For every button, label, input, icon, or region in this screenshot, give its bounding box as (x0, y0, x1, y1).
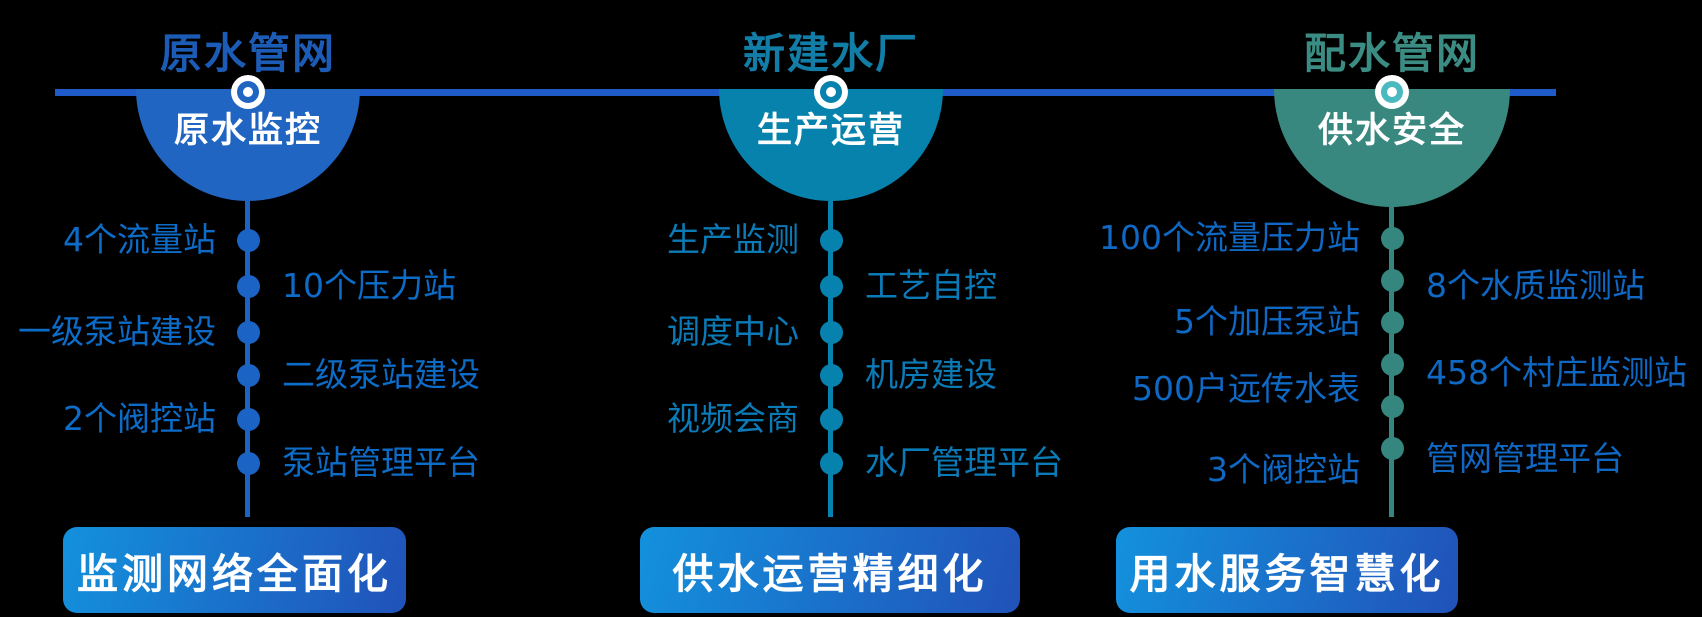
timeline-dot (237, 364, 260, 387)
timeline-dot (820, 408, 843, 431)
milestone-label: 水厂管理平台 (865, 443, 1063, 482)
timeline-dot (1381, 395, 1404, 418)
milestone-label: 视频会商 (667, 399, 799, 438)
timeline-dot (1381, 437, 1404, 460)
timeline-dot (237, 452, 260, 475)
summary-button: 供水运营精细化 (640, 527, 1020, 613)
milestone-label: 3个阀控站 (1207, 450, 1360, 489)
timeline-dot (820, 321, 843, 344)
milestone-label: 机房建设 (865, 355, 997, 394)
milestone-label: 生产监测 (667, 220, 799, 259)
timeline-dot (1381, 269, 1404, 292)
milestone-label: 500户远传水表 (1132, 369, 1360, 408)
milestone-label: 5个加压泵站 (1174, 302, 1360, 341)
timeline-dot (1381, 227, 1404, 250)
timeline-dot (237, 275, 260, 298)
column-badge: 生产运营 (756, 111, 905, 151)
milestone-label: 调度中心 (667, 312, 799, 351)
timeline-dot (1381, 311, 1404, 334)
milestone-label: 管网管理平台 (1426, 439, 1624, 478)
timeline-dot (1381, 353, 1404, 376)
milestone-label: 8个水质监测站 (1426, 266, 1645, 305)
column-stem (245, 201, 250, 517)
timeline-dot (820, 229, 843, 252)
milestone-label: 一级泵站建设 (18, 312, 216, 351)
summary-button: 监测网络全面化 (63, 527, 406, 613)
timeline-dot (237, 229, 260, 252)
milestone-label: 工艺自控 (865, 266, 997, 305)
node-ring-hole (243, 87, 253, 97)
node-ring-icon (1375, 75, 1409, 109)
column-title: 配水管网 (1303, 29, 1480, 78)
column-title: 原水管网 (159, 29, 336, 78)
node-ring-band (1381, 81, 1403, 103)
milestone-label: 泵站管理平台 (282, 443, 480, 482)
timeline-dot (237, 408, 260, 431)
milestone-label: 458个村庄监测站 (1426, 353, 1687, 392)
node-ring-hole (826, 87, 836, 97)
node-ring-icon (231, 75, 265, 109)
column-stem (828, 201, 833, 517)
timeline-dot (820, 452, 843, 475)
summary-button: 用水服务智慧化 (1116, 527, 1458, 613)
timeline-dot (820, 275, 843, 298)
milestone-label: 10个压力站 (282, 266, 456, 305)
column-badge: 供水安全 (1317, 111, 1466, 151)
milestone-label: 2个阀控站 (63, 399, 216, 438)
milestone-label: 4个流量站 (63, 220, 216, 259)
timeline-dot (820, 364, 843, 387)
milestone-label: 二级泵站建设 (282, 355, 480, 394)
node-ring-band (237, 81, 259, 103)
timeline-dot (237, 321, 260, 344)
node-ring-band (820, 81, 842, 103)
column-badge: 原水监控 (173, 111, 322, 151)
column-title: 新建水厂 (742, 29, 919, 78)
node-ring-hole (1387, 87, 1397, 97)
milestone-label: 100个流量压力站 (1099, 218, 1360, 257)
node-ring-icon (814, 75, 848, 109)
